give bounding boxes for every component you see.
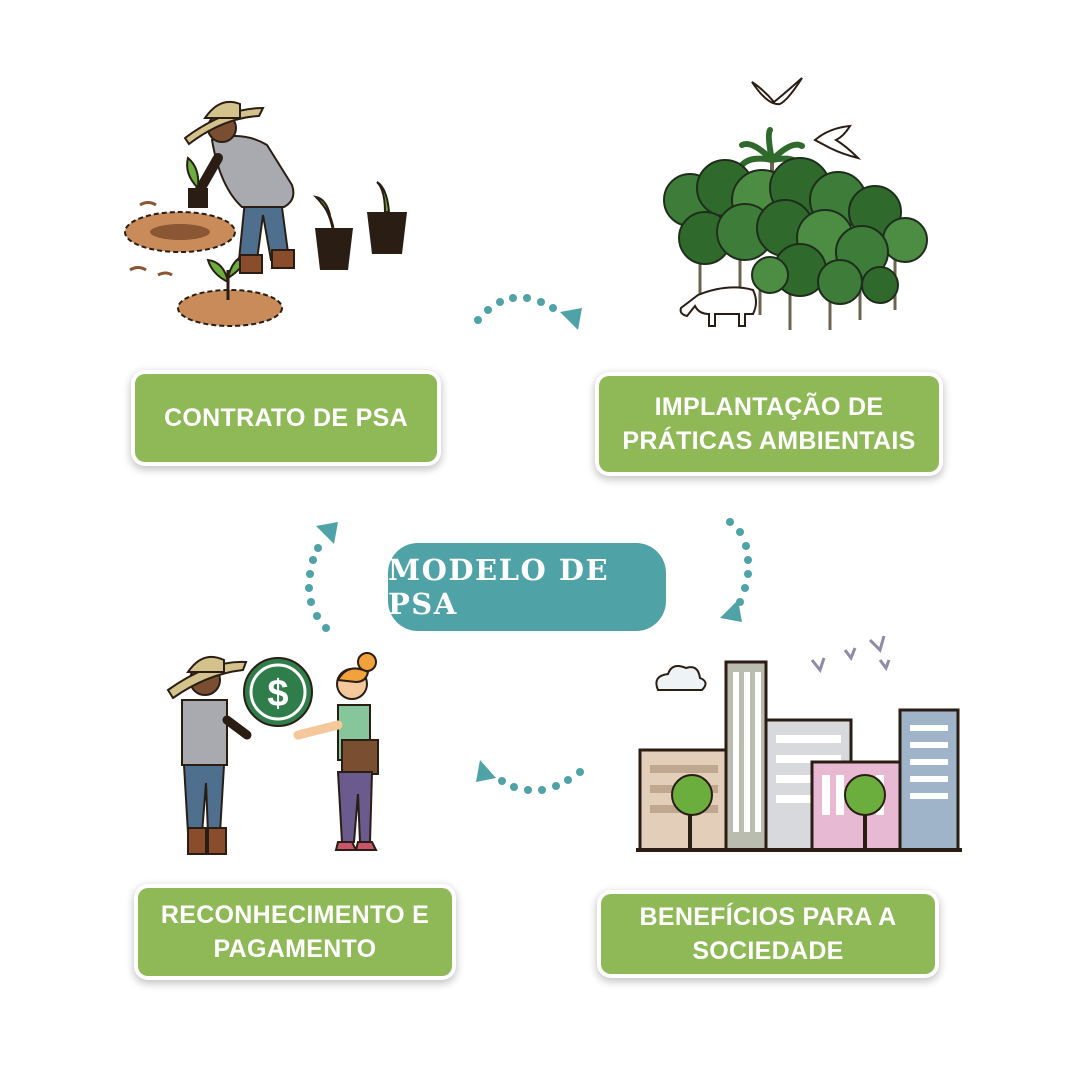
step-benefits-label: BENEFÍCIOS PARA A SOCIEDADE xyxy=(601,894,935,974)
city-icon xyxy=(636,635,962,852)
svg-text:$: $ xyxy=(267,673,288,715)
arrow-benefits-to-payment xyxy=(476,760,584,794)
arrow-contract-to-practices xyxy=(474,294,582,330)
step-contract-label: CONTRATO DE PSA xyxy=(135,374,437,462)
arrow-practices-to-benefits xyxy=(720,518,752,622)
farmer-planting-icon xyxy=(124,100,407,327)
arrow-payment-to-contract xyxy=(305,522,338,632)
payment-exchange-icon: $ xyxy=(166,652,379,855)
step-payment-label: RECONHECIMENTO E PAGAMENTO xyxy=(138,888,452,976)
center-title: MODELO DE PSA xyxy=(388,543,666,631)
flow-arrows xyxy=(305,294,752,794)
forest-icon xyxy=(663,77,928,330)
step-practices-label: IMPLANTAÇÃO DE PRÁTICAS AMBIENTAIS xyxy=(599,376,939,472)
